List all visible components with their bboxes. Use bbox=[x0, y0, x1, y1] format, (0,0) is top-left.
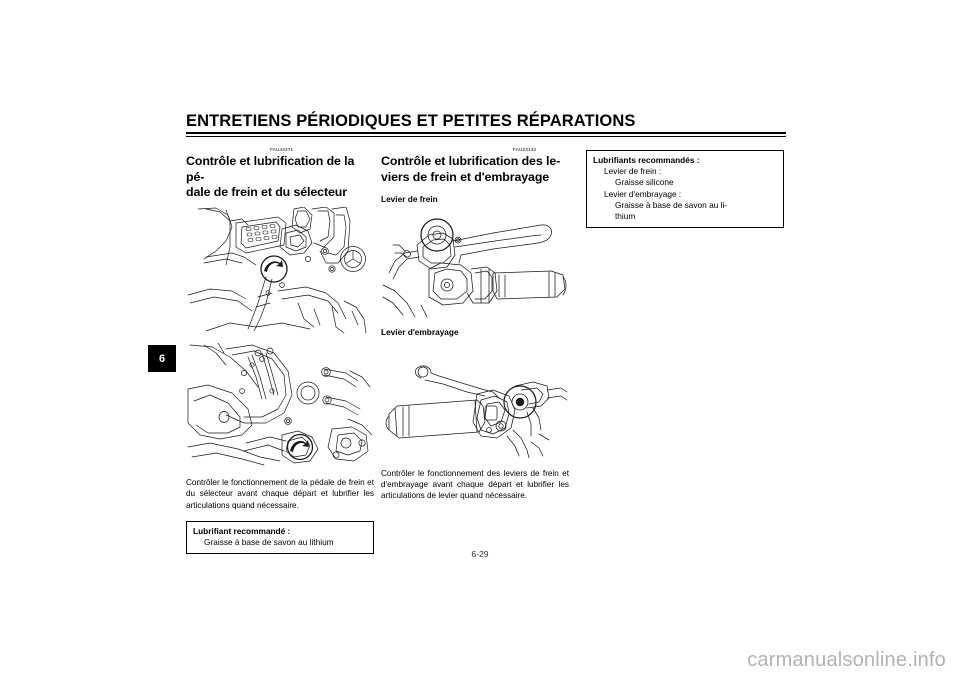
section-title-line-2: dale de frein et du sélecteur bbox=[186, 185, 347, 200]
article-code-left: FAU44271 bbox=[270, 147, 294, 152]
middle-body-text: Contrôler le fonctionnement des leviers … bbox=[381, 468, 569, 501]
note-title-left: Lubrifiant recommandé : bbox=[193, 525, 291, 536]
right-column: Lubrifiants recommandés : Levier de frei… bbox=[586, 146, 784, 229]
subtitle-clutch-lever: Levier d'embrayage bbox=[381, 327, 459, 338]
note-item-1-value: Graisse silicone bbox=[615, 177, 674, 188]
recommended-lubricant-box-left: Lubrifiant recommandé : Graisse à base d… bbox=[186, 520, 374, 555]
brake-lever-illustration bbox=[381, 211, 569, 321]
section-title-brake-pedal: Contrôle et lubrification de la pé- dale… bbox=[186, 154, 374, 201]
site-watermark: carmanualsonline.info bbox=[747, 649, 946, 671]
note-line-left-1: Graisse à base de savon au lithium bbox=[204, 537, 334, 547]
note-item-2-label: Levier d'embrayage : bbox=[604, 188, 682, 199]
left-column: FAU44271 Contrôle et lubrification de la… bbox=[186, 146, 374, 555]
section-title-levers-line-2: viers de frein et d'embrayage bbox=[381, 169, 550, 184]
page-number: 6-29 bbox=[471, 549, 489, 559]
shift-pedal-illustration bbox=[186, 342, 374, 467]
recommended-lubricants-box-right: Lubrifiants recommandés : Levier de frei… bbox=[586, 150, 784, 229]
header-rule-thin bbox=[186, 135, 786, 137]
clutch-lever-illustration bbox=[381, 346, 569, 458]
running-head-title: ENTRETIENS PÉRIODIQUES ET PETITES RÉPARA… bbox=[186, 112, 636, 130]
note-item-1-label: Levier de frein : bbox=[604, 166, 662, 177]
brake-pedal-illustration bbox=[186, 206, 374, 335]
left-body-text: Contrôler le fonctionnement de la pédale… bbox=[186, 477, 374, 510]
subtitle-brake-lever: Levier de frein bbox=[381, 194, 438, 205]
header-rule-thick bbox=[186, 132, 786, 135]
running-head: ENTRETIENS PÉRIODIQUES ET PETITES RÉPARA… bbox=[186, 112, 786, 137]
note-item-2-value-line-2: thium bbox=[615, 210, 636, 221]
chapter-tab-label: 6 bbox=[158, 352, 166, 365]
article-code-middle: FAU23142 bbox=[513, 147, 537, 152]
middle-column: FAU23142 Contrôle et lubrification des l… bbox=[381, 146, 569, 502]
section-title-line-1: Contrôle et lubrification de la pé- bbox=[186, 154, 355, 184]
chapter-tab-6[interactable]: 6 bbox=[148, 345, 176, 372]
section-title-levers: Contrôle et lubrification des le- viers … bbox=[381, 154, 569, 185]
section-title-levers-line-1: Contrôle et lubrification des le- bbox=[381, 154, 561, 168]
note-item-2-value-line-1: Graisse à base de savon au li- bbox=[615, 199, 728, 210]
note-title-right: Lubrifiants recommandés : bbox=[593, 155, 700, 165]
